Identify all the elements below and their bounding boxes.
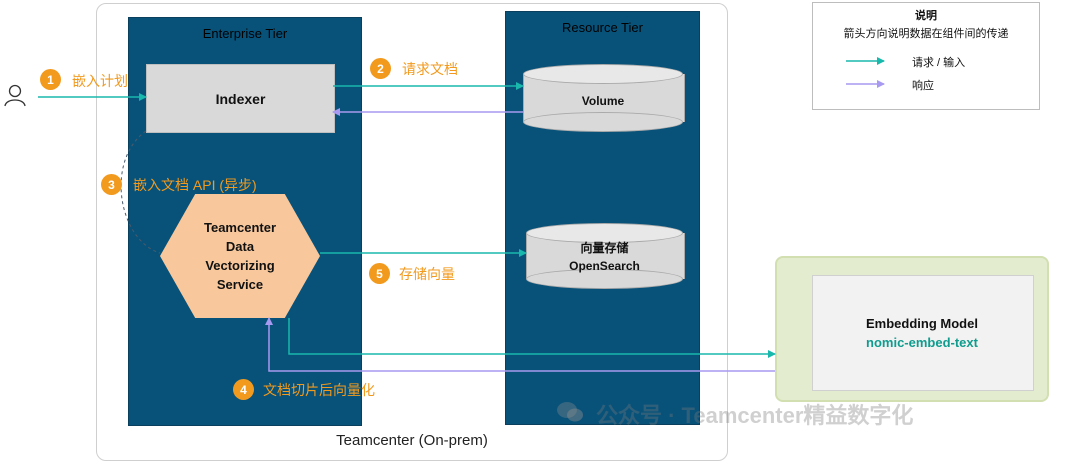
resource-tier-title: Resource Tier <box>562 20 643 35</box>
volume-label: Volume <box>581 94 625 108</box>
arrow-embedding-to-service <box>265 317 775 372</box>
watermark-text: 公众号 · Teamcenter精益数字化 <box>596 403 914 428</box>
wechat-icon <box>557 402 583 422</box>
on-prem-label: Teamcenter (On-prem) <box>336 432 488 449</box>
step-2-label: 请求文档 <box>402 61 458 77</box>
embedding-box <box>812 275 1034 391</box>
step-5-label: 存储向量 <box>399 266 455 282</box>
step-1-label: 嵌入计划 <box>72 73 128 89</box>
step-1-badge: 1 <box>40 69 61 90</box>
arrow-service-to-embedding <box>288 318 776 358</box>
vector-store-label-en: OpenSearch <box>569 259 640 273</box>
service-line-1: Teamcenter <box>203 220 276 235</box>
user-icon <box>4 84 26 107</box>
vectorizing-service: Teamcenter Data Vectorizing Service <box>160 194 320 318</box>
indexer-box: Indexer <box>146 64 335 133</box>
volume-cylinder: Volume <box>523 64 685 132</box>
vector-store-label-cn: 向量存储 <box>580 241 629 255</box>
legend-title: 说明 <box>915 10 937 22</box>
service-line-2: Data <box>225 239 255 254</box>
enterprise-tier-title: Enterprise Tier <box>202 26 288 41</box>
service-line-4: Service <box>216 277 264 292</box>
arrow-indexer-to-service <box>120 130 161 254</box>
service-line-3: Vectorizing <box>205 258 275 273</box>
step-4-label: 文档切片后向量化 <box>263 382 375 398</box>
embedding-title: Embedding Model <box>866 316 978 331</box>
step-3-badge: 3 <box>101 174 122 195</box>
step-3-label: 嵌入文档 API (异步) <box>133 177 257 193</box>
step-4-badge: 4 <box>233 379 254 400</box>
legend-request-label: 请求 / 输入 <box>912 57 966 69</box>
embedding-model-name: nomic-embed-text <box>866 335 978 350</box>
legend-description: 箭头方向说明数据在组件间的传递 <box>843 28 1009 40</box>
step-5-badge: 5 <box>369 263 390 284</box>
legend-response-label: 响应 <box>912 80 934 92</box>
step-2-badge: 2 <box>370 58 391 79</box>
legend-box <box>812 2 1040 110</box>
indexer-label: Indexer <box>215 90 266 107</box>
